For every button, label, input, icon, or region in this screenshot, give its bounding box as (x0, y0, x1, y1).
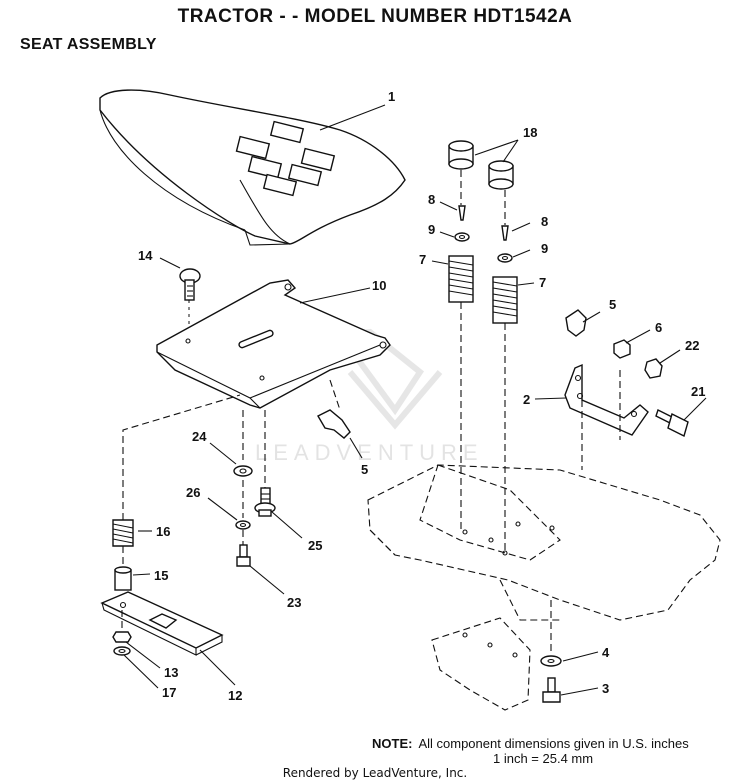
callout-14: 14 (138, 248, 153, 263)
watermark-text: LEADVENTURE (255, 440, 484, 465)
diagram-title: TRACTOR - - MODEL NUMBER HDT1542A (177, 6, 573, 27)
washer-17-part[interactable] (113, 646, 159, 689)
spring-7-right-part[interactable] (492, 276, 535, 324)
callout-24: 24 (192, 429, 207, 444)
pin-8-right-part[interactable] (501, 222, 531, 241)
callout-7-left: 7 (419, 252, 426, 267)
tractor-frame-outline (367, 464, 721, 711)
callout-10: 10 (372, 278, 386, 293)
callout-22: 22 (685, 338, 699, 353)
leadventure-watermark-logo: LEADVENTURE (255, 328, 484, 465)
seat-pan-part[interactable] (156, 279, 391, 409)
shoulder-bolt-25-part[interactable] (254, 410, 303, 539)
washer-24-part[interactable] (209, 410, 253, 477)
seat-part[interactable] (99, 89, 406, 246)
assembly-subtitle: SEAT ASSEMBLY (20, 36, 157, 53)
washer-9-right-part[interactable] (497, 249, 531, 263)
mounting-bracket-12-part[interactable] (100, 591, 236, 686)
washer-26-part[interactable] (207, 480, 251, 530)
callout-5-left: 5 (361, 462, 368, 477)
callout-1: 1 (388, 89, 395, 104)
pin-8-left-part[interactable] (439, 201, 466, 221)
washer-9-left-part[interactable] (439, 231, 470, 242)
nut-6-part[interactable] (613, 329, 651, 359)
callout-3: 3 (602, 681, 609, 696)
callout-25: 25 (308, 538, 322, 553)
callout-7-right: 7 (539, 275, 546, 290)
callout-18: 18 (523, 125, 537, 140)
callout-8-left: 8 (428, 192, 435, 207)
callout-9-right: 9 (541, 241, 548, 256)
callout-23: 23 (287, 595, 301, 610)
callout-5-right: 5 (609, 297, 616, 312)
rendered-by-footer: Rendered by LeadVenture, Inc. (282, 766, 468, 780)
carriage-bolt-part[interactable] (159, 257, 201, 335)
callout-9-left: 9 (428, 222, 435, 237)
seat-bracket-2-part[interactable] (534, 363, 649, 470)
note-label: NOTE: (372, 736, 413, 751)
seat-clip-left-part[interactable] (317, 379, 363, 459)
callout-4: 4 (602, 645, 610, 660)
lock-nut-22-part[interactable] (644, 349, 681, 379)
nut-13-part[interactable] (112, 610, 161, 669)
bolt-23-part[interactable] (236, 530, 285, 595)
callout-17: 17 (162, 685, 176, 700)
spacer-15-part[interactable] (114, 546, 151, 591)
callout-15: 15 (154, 568, 168, 583)
callout-21: 21 (691, 384, 705, 399)
spring-16-part[interactable] (112, 394, 241, 547)
callout-12: 12 (228, 688, 242, 703)
note-line-1: All component dimensions given in U.S. i… (418, 736, 689, 751)
callout-16: 16 (156, 524, 170, 539)
dimensions-note: NOTE: All component dimensions given in U… (372, 736, 689, 766)
bumper-18-left-part[interactable] (448, 140, 474, 170)
callout-6: 6 (655, 320, 662, 335)
callout-2: 2 (523, 392, 530, 407)
seat-clip-right-part[interactable] (565, 309, 601, 337)
washer-4-part[interactable] (540, 600, 599, 667)
spring-7-left-part[interactable] (431, 255, 474, 303)
bolt-3-part[interactable] (542, 677, 599, 703)
bumper-18-right-part[interactable] (488, 160, 514, 190)
callout-13: 13 (164, 665, 178, 680)
note-line-2: 1 inch = 25.4 mm (493, 751, 594, 766)
callout-26: 26 (186, 485, 200, 500)
callout-8-right: 8 (541, 214, 548, 229)
bolt-21-part[interactable] (655, 397, 707, 438)
